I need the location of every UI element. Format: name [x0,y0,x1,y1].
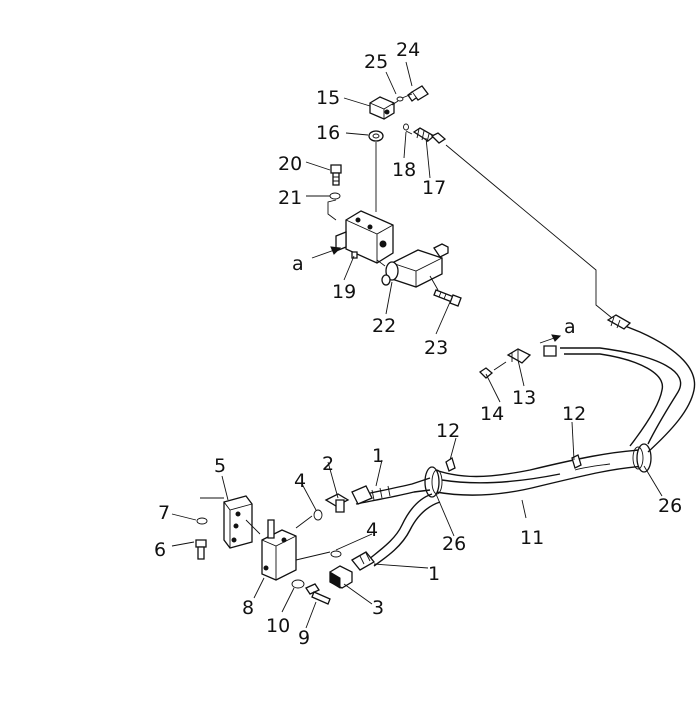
part-12-clip-left [445,456,456,472]
pipe-end-fitting [606,314,632,330]
label-21: 21 [278,187,302,209]
label-19: 19 [332,281,356,303]
reference-arrow-a-upper [311,246,342,259]
part-17-fitting [412,127,447,144]
label-14: 14 [480,403,504,425]
part-1-hose-upper [351,477,431,505]
part-5-bracket [223,495,253,549]
part-7-washer [196,517,208,525]
label-16: 16 [316,122,340,144]
part-11-hose-cover [429,449,647,496]
part-25-oring [396,96,404,102]
label-18: 18 [392,159,416,181]
part-9-bolt [305,583,331,605]
part-23-bolt [433,289,462,307]
label-12-left: 12 [436,420,460,442]
part-10-washer [291,579,305,589]
label-25: 25 [364,51,388,73]
label-a-upper: a [292,253,304,275]
part-6-bolt [195,539,207,560]
label-8: 8 [242,597,254,619]
part-18-oring [403,123,409,131]
label-12-right: 12 [562,403,586,425]
label-23: 23 [424,337,448,359]
label-26-right: 26 [658,495,682,517]
label-3: 3 [372,597,384,619]
part-4-oring-upper [313,509,323,521]
label-9: 9 [298,627,310,649]
label-10: 10 [266,615,290,637]
label-4-lower: 4 [366,519,378,541]
label-4-upper: 4 [294,470,306,492]
label-15: 15 [316,87,340,109]
part-19-valve-body [335,210,394,264]
label-7: 7 [158,502,170,524]
part-1-hose-lower [351,493,441,571]
part-26-clamp-right [632,443,652,473]
part-2-fitting [324,493,350,513]
part-16-nut [368,130,384,142]
part-14-cap [478,367,494,379]
label-20: 20 [278,153,302,175]
reference-arrow-a-lower [539,334,562,344]
part-12-clip-right [571,454,582,469]
part-24-plug [407,85,429,102]
label-2: 2 [322,453,334,475]
part-26-clamp-left [424,466,443,498]
part-21-washer [329,192,341,200]
label-5: 5 [214,455,226,477]
part-3-elbow [329,565,353,589]
label-6: 6 [154,539,166,561]
label-24: 24 [396,39,420,61]
part-20-bolt [330,164,342,186]
label-13: 13 [512,387,536,409]
label-22: 22 [372,315,396,337]
label-11: 11 [520,527,544,549]
label-1-upper: 1 [372,445,384,467]
label-26-left: 26 [442,533,466,555]
part-13-fitting [506,345,557,364]
part-4-oring-lower [330,550,342,558]
label-a-lower: a [564,316,576,338]
label-17: 17 [422,177,446,199]
label-1-lower: 1 [428,563,440,585]
part-8-valve-block [261,519,297,581]
part-22-solenoid [381,243,449,288]
part-15-block [369,96,395,120]
